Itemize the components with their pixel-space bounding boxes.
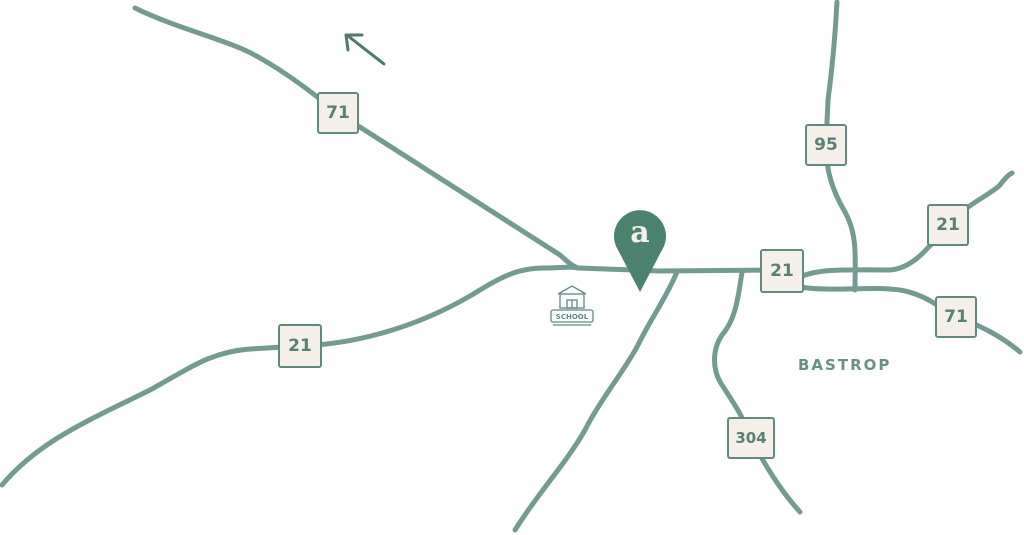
city-label-bastrop: BASTROP — [798, 356, 892, 374]
road-south — [512, 269, 680, 533]
highway-shield-21-ne[interactable]: 21 — [927, 204, 969, 246]
road-304 — [712, 269, 803, 515]
highway-shield-21-center[interactable]: 21 — [760, 249, 804, 293]
road-21-main — [575, 265, 783, 274]
school-label: SCHOOL — [556, 313, 589, 321]
north-arrow-icon — [344, 33, 386, 66]
road-95 — [823, 0, 858, 293]
pin-logo-icon: a — [630, 215, 650, 250]
highway-shield-71-east[interactable]: 71 — [935, 296, 977, 338]
road-71-northwest — [132, 5, 581, 271]
highway-shield-304[interactable]: 304 — [727, 417, 775, 459]
highway-shield-21-west[interactable]: 21 — [278, 324, 322, 368]
road-21-west — [0, 264, 581, 488]
road-71-east — [797, 284, 1023, 355]
highway-shield-71-nw[interactable]: 71 — [317, 92, 359, 134]
school-icon: SCHOOL — [550, 285, 594, 326]
location-pin[interactable] — [614, 210, 666, 292]
highway-shield-95[interactable]: 95 — [805, 124, 847, 166]
